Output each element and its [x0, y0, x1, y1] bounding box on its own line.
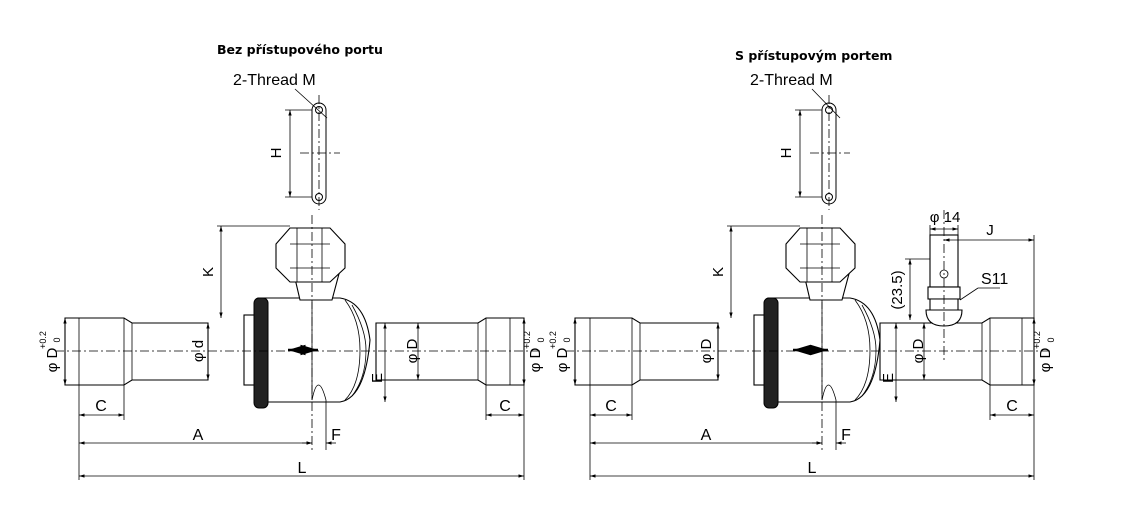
left-pipe-right: [375, 317, 525, 386]
right-tol-lower-2: 0: [1046, 337, 1056, 342]
left-view: Bez přístupového portu 2-Thread M H: [38, 42, 546, 480]
right-label-d: φ D: [698, 338, 715, 363]
right-label-S11: S11: [981, 271, 1008, 288]
left-label-Dtol-1: φ D: [44, 347, 61, 372]
left-label-Dtol-2: φ D: [527, 347, 544, 372]
right-tol-upper-1: +0.2: [548, 331, 558, 349]
left-mounting-bracket: [285, 95, 340, 210]
right-dim-J: [944, 235, 1035, 318]
left-tol-lower-1: 0: [52, 337, 62, 342]
right-view: S přístupovým portem 2-Thread M H: [548, 48, 1056, 480]
right-access-port: [925, 210, 963, 360]
right-label-L: L: [808, 460, 817, 477]
right-dim-C-2: [989, 385, 1035, 480]
left-dim-K: [217, 225, 290, 318]
right-label-phi14: φ 14: [930, 209, 961, 226]
right-S11-leader: [959, 287, 979, 301]
right-label-K: K: [710, 267, 727, 277]
left-dim-C-2: [485, 385, 525, 480]
right-pipe-right: [879, 317, 1035, 386]
right-tol-lower-1: 0: [562, 337, 572, 342]
left-dim-C-1: [78, 385, 125, 480]
right-label-J: J: [986, 222, 994, 239]
left-label-C-1: C: [95, 398, 107, 415]
right-label-23-5: (23.5): [889, 270, 906, 309]
left-label-C-2: C: [499, 398, 511, 415]
left-label-K: K: [200, 267, 217, 277]
right-label-E: E: [880, 373, 897, 383]
right-valve-body: [753, 227, 881, 409]
left-tol-lower-2: 0: [536, 337, 546, 342]
left-dim-H: H: [268, 148, 285, 159]
left-title: Bez přístupového portu: [217, 42, 383, 57]
right-label-C-1: C: [605, 398, 617, 415]
left-valve-body: [243, 227, 371, 409]
right-label-Dtol-2: φ D: [1037, 347, 1054, 372]
left-tol-upper-1: +0.2: [38, 331, 48, 349]
left-thread-leader: [294, 88, 328, 119]
right-title: S přístupovým portem: [735, 48, 892, 63]
right-dim-23-5: [905, 258, 930, 320]
right-dim-H: H: [778, 148, 795, 159]
right-tol-upper-2: +0.2: [1032, 331, 1042, 349]
left-label-A: A: [193, 427, 204, 444]
left-pipe-left: [64, 317, 209, 386]
right-label-C-2: C: [1006, 398, 1018, 415]
right-label-A: A: [701, 427, 712, 444]
left-thread-label: 2-Thread M: [233, 72, 316, 89]
right-pipe-left: [574, 317, 719, 386]
right-label-D: φ D: [910, 338, 927, 363]
left-tol-upper-2: +0.2: [522, 331, 532, 349]
right-thread-label: 2-Thread M: [750, 72, 833, 89]
left-label-d: φ d: [190, 340, 207, 362]
right-dim-K: [727, 225, 800, 318]
right-label-Dtol-1: φ D: [554, 347, 571, 372]
left-label-D: φ D: [404, 338, 421, 363]
right-mounting-bracket: [795, 95, 850, 210]
left-label-F: F: [331, 427, 341, 444]
right-label-F: F: [841, 427, 851, 444]
left-label-E: E: [369, 373, 386, 383]
right-dim-C-1: [589, 385, 633, 480]
right-dim-phi14: [929, 225, 959, 235]
left-label-L: L: [298, 460, 307, 477]
